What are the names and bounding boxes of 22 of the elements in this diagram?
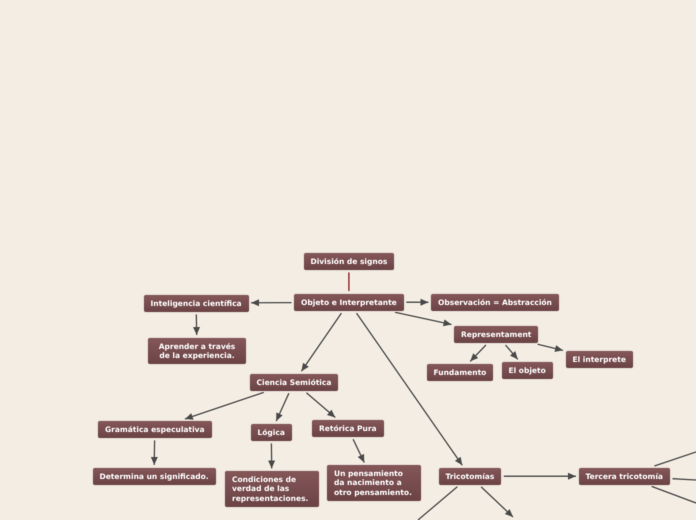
connector-line	[418, 486, 458, 520]
arrow	[406, 298, 428, 306]
arrow	[537, 344, 564, 352]
arrow	[352, 438, 365, 463]
arrow	[505, 344, 518, 360]
connector-line	[348, 272, 350, 291]
arrow	[268, 443, 276, 468]
connector-line	[672, 478, 696, 481]
arrow	[470, 344, 486, 362]
connector-line	[654, 451, 696, 467]
arrow	[251, 299, 292, 306]
arrow	[300, 312, 342, 372]
arrow	[150, 440, 158, 466]
connector-line	[651, 486, 696, 504]
arrow	[276, 392, 290, 422]
arrow	[394, 312, 452, 326]
arrow	[356, 312, 463, 466]
arrow	[306, 392, 336, 418]
arrow	[480, 486, 514, 518]
arrow	[193, 314, 200, 336]
arrow	[504, 472, 576, 480]
arrow	[184, 392, 264, 420]
